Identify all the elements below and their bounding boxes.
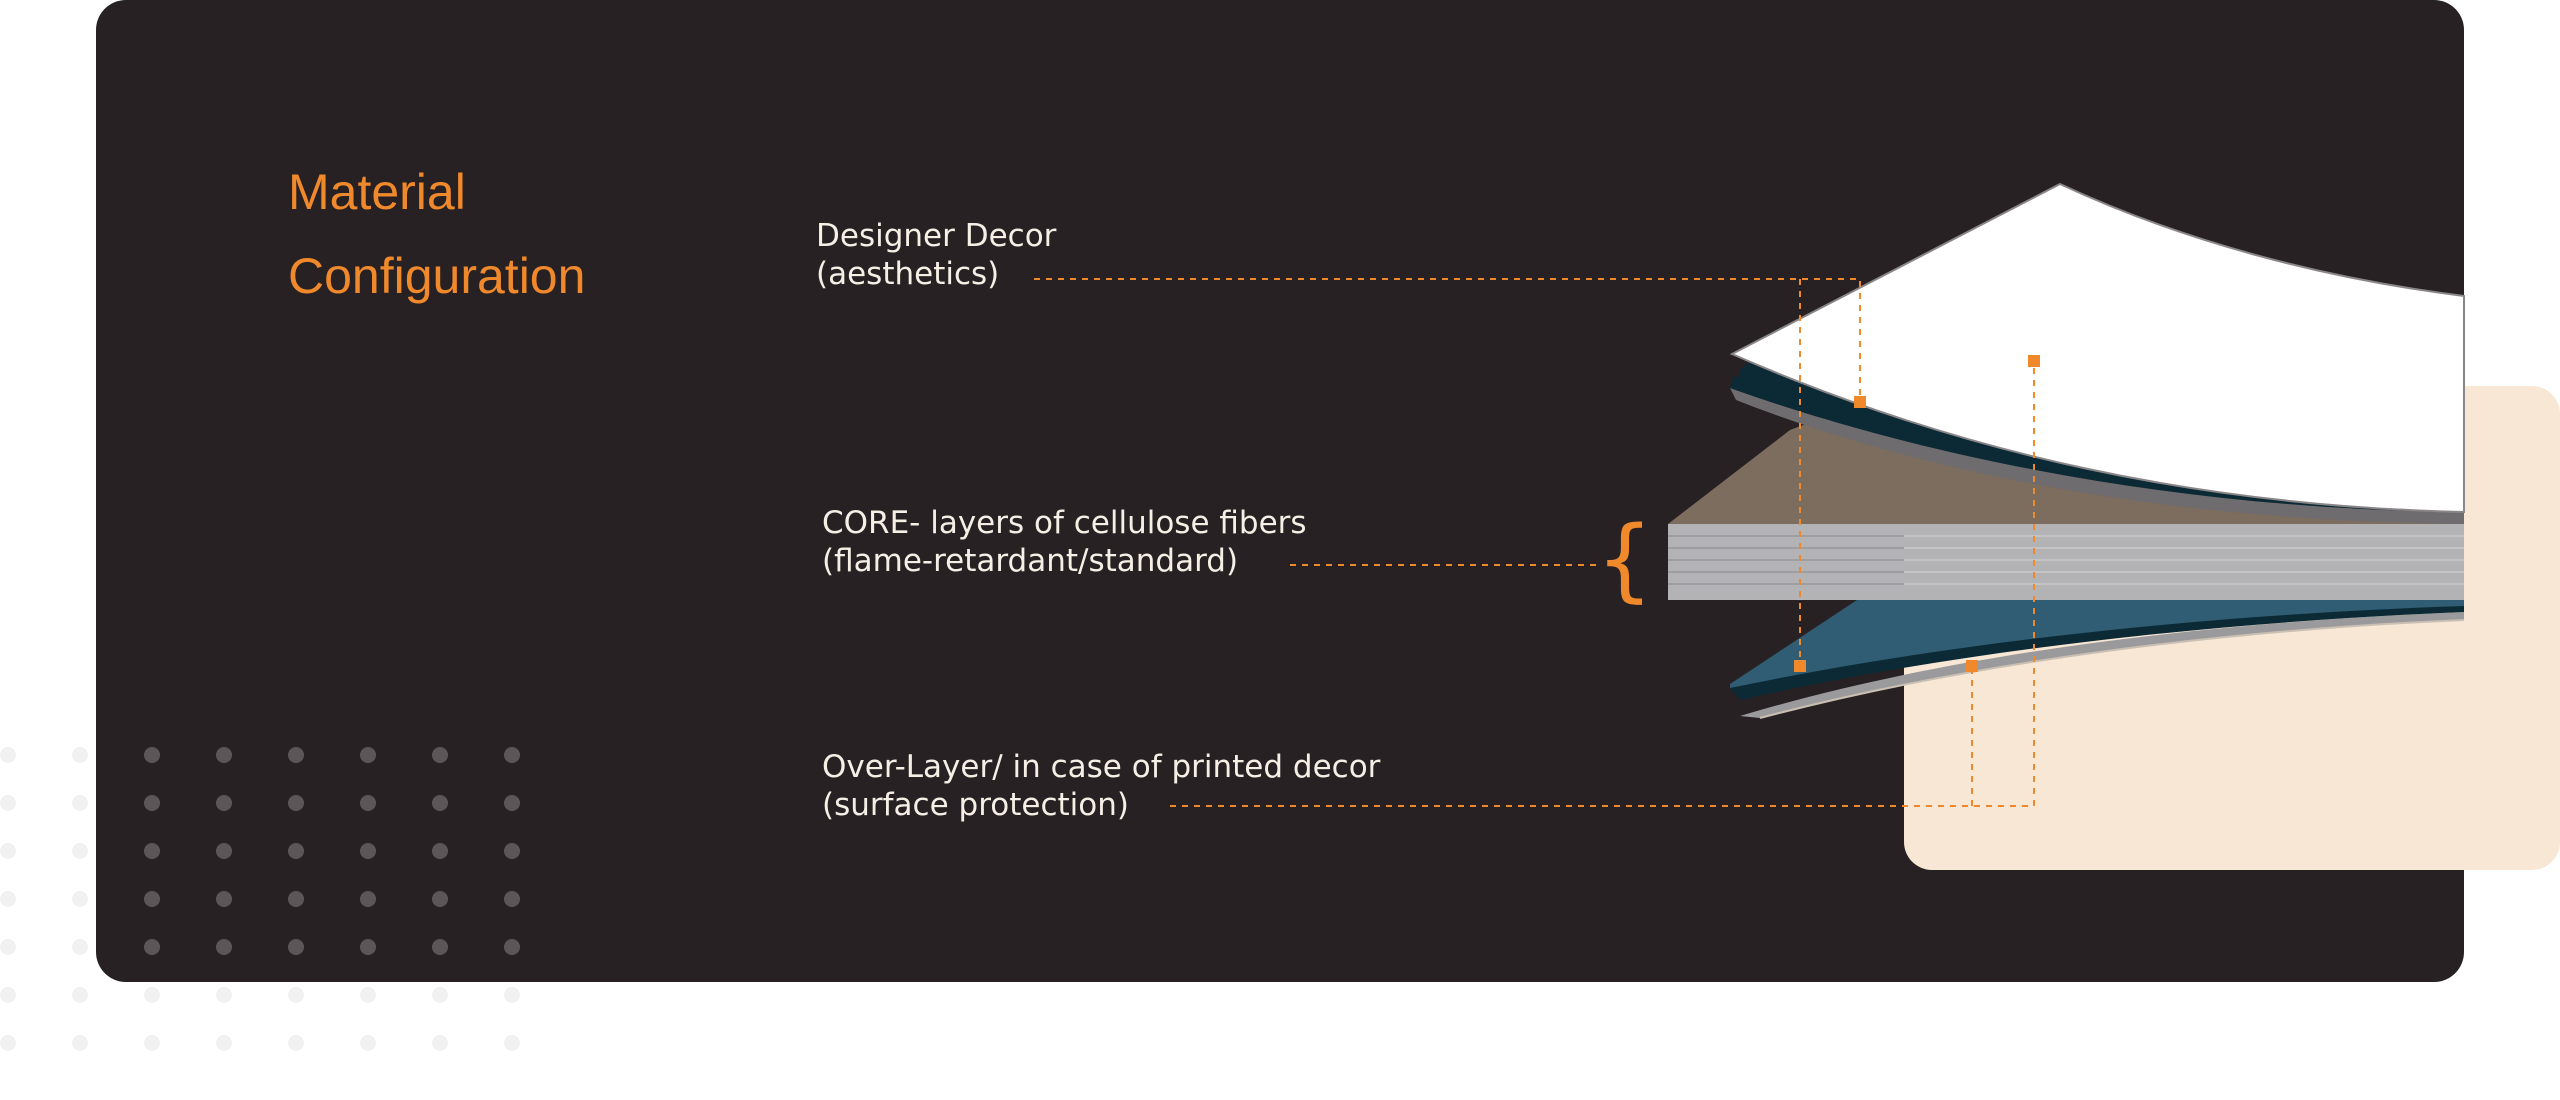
panel-dot	[288, 843, 304, 859]
upper-gray-sheet	[1730, 388, 2464, 524]
faint-dot	[0, 939, 16, 955]
label-over-layer: Over-Layer/ in case of printed decor (su…	[822, 748, 1380, 824]
faint-dot	[72, 747, 88, 763]
panel-dot	[216, 939, 232, 955]
faint-dot	[360, 1035, 376, 1051]
panel-dot	[504, 939, 520, 955]
faint-dot	[288, 1035, 304, 1051]
panel-dot	[504, 843, 520, 859]
panel-dot	[144, 843, 160, 859]
core-stack-lines-right	[1904, 535, 2464, 585]
label-decor-line-1: Designer Decor	[816, 218, 1057, 254]
dark-panel	[96, 0, 2464, 982]
panel-dot	[360, 747, 376, 763]
faint-dot	[144, 1035, 160, 1051]
title-line-1: Material	[288, 164, 466, 220]
faint-dot	[144, 987, 160, 1003]
faint-dot	[72, 939, 88, 955]
panel-dot	[144, 891, 160, 907]
faint-dot	[72, 891, 88, 907]
faint-dot	[504, 987, 520, 1003]
bottom-teal-mid-layer	[1730, 598, 2464, 688]
square-dot-icon	[1854, 396, 1866, 408]
panel-dot	[432, 843, 448, 859]
panel-dot	[432, 795, 448, 811]
panel-dot	[288, 747, 304, 763]
panel-dot	[360, 843, 376, 859]
panel-dot	[216, 795, 232, 811]
panel-dot	[432, 891, 448, 907]
panel-dot	[504, 795, 520, 811]
faint-dot	[432, 1035, 448, 1051]
panel-dot	[216, 747, 232, 763]
label-core: CORE- layers of cellulose fibers (flame-…	[822, 504, 1307, 580]
panel-dot	[288, 891, 304, 907]
faint-dot	[0, 795, 16, 811]
panel-dot	[288, 795, 304, 811]
faint-dot	[0, 1035, 16, 1051]
label-over-line-2: (surface protection)	[822, 787, 1129, 823]
label-designer-decor: Designer Decor (aesthetics)	[816, 217, 1056, 293]
label-over-line-1: Over-Layer/ in case of printed decor	[822, 749, 1381, 785]
title-line-2: Configuration	[288, 248, 586, 304]
faint-dot	[432, 987, 448, 1003]
label-core-line-2: (flame-retardant/standard)	[822, 543, 1239, 579]
panel-dot	[144, 747, 160, 763]
overlay-bottom-sliver	[1740, 612, 2464, 718]
panel-dot	[360, 891, 376, 907]
panel-dot	[360, 939, 376, 955]
panel-dot	[504, 891, 520, 907]
page-title: Material Configuration	[288, 150, 585, 318]
connector-lines	[1034, 278, 2035, 807]
core-stack-lines	[1668, 535, 1904, 585]
faint-dot	[72, 843, 88, 859]
overlay-bottom-line	[1759, 619, 2465, 719]
faint-dot	[0, 987, 16, 1003]
faint-dot	[72, 795, 88, 811]
decor-white-sheet	[1729, 182, 2465, 514]
faint-dot	[0, 891, 16, 907]
connector-overlay	[1170, 362, 2035, 807]
panel-dot	[216, 891, 232, 907]
faint-dot	[72, 987, 88, 1003]
panel-dot	[144, 795, 160, 811]
faint-dot	[0, 747, 16, 763]
label-decor-line-2: (aesthetics)	[816, 256, 1000, 292]
faint-dot	[216, 1035, 232, 1051]
panel-dot	[504, 747, 520, 763]
panel-dot	[432, 939, 448, 955]
panel-dot	[144, 939, 160, 955]
panel-dot	[360, 795, 376, 811]
faint-dot	[360, 987, 376, 1003]
faint-dot	[216, 987, 232, 1003]
curly-brace-icon: {	[1596, 507, 1653, 612]
square-dot-icon	[1966, 660, 1978, 672]
bottom-teal-dark-layer	[1730, 596, 2464, 700]
faint-dot	[288, 987, 304, 1003]
faint-dot	[0, 843, 16, 859]
connector-markers	[1794, 355, 2040, 672]
panel-dot	[216, 843, 232, 859]
faint-dot	[504, 1035, 520, 1051]
panel-dot-grid	[144, 747, 520, 955]
square-dot-icon	[2028, 355, 2040, 367]
square-dot-icon	[1794, 660, 1806, 672]
label-core-line-1: CORE- layers of cellulose fibers	[822, 505, 1307, 541]
panel-dot	[432, 747, 448, 763]
panel-dot	[288, 939, 304, 955]
faint-dot	[72, 1035, 88, 1051]
